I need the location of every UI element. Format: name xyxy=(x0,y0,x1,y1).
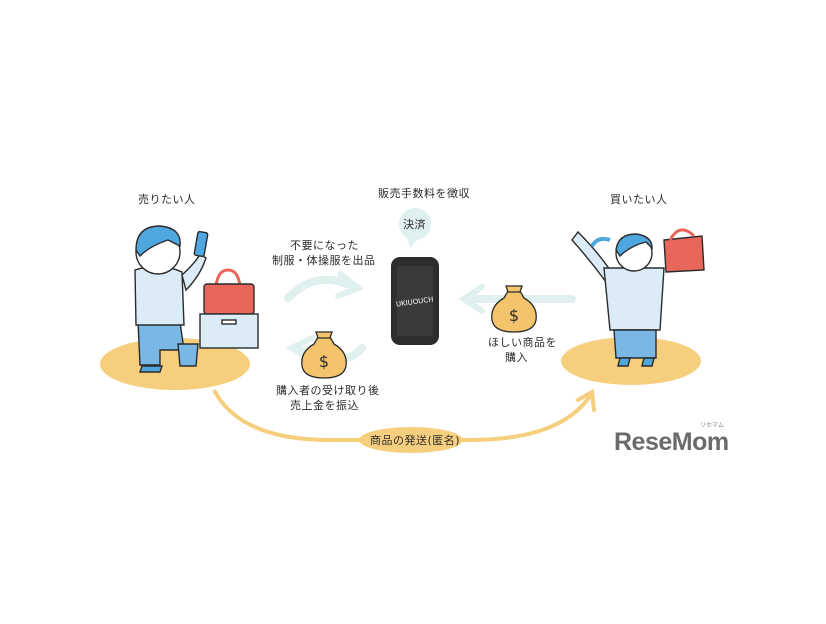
shipping-label: 商品の発送(匿名) xyxy=(370,434,461,447)
platform-title: 販売手数料を徴収 xyxy=(378,187,470,200)
money-symbol-payout: $ xyxy=(319,352,329,371)
seller-items xyxy=(199,268,259,349)
purchase-line-1: ほしい商品を xyxy=(488,336,557,349)
payout-line-1: 購入者の受け取り後 xyxy=(276,384,380,397)
seller-title: 売りたい人 xyxy=(138,193,196,206)
seller-figure xyxy=(134,225,209,373)
money-symbol-purchase: $ xyxy=(509,306,519,325)
listing-line-2: 制服・体操服を出品 xyxy=(272,254,376,267)
buyer-title: 買いたい人 xyxy=(610,193,668,206)
payment-bubble xyxy=(399,208,431,240)
payout-line-2: 売上金を振込 xyxy=(290,399,359,412)
listing-arrow xyxy=(284,275,354,302)
money-bag-icon-purchase xyxy=(491,285,537,333)
resemom-logo: ReseMom xyxy=(614,428,729,456)
resemom-ruby: リセマム xyxy=(700,422,725,429)
shipping-pill xyxy=(359,427,463,453)
purchase-line-2: 購入 xyxy=(505,351,528,364)
payment-bubble-label: 決済 xyxy=(403,218,426,231)
buyer-figure xyxy=(571,228,705,367)
buyer-ground xyxy=(561,337,701,385)
purchase-arrow-head xyxy=(458,284,485,314)
seller-ground xyxy=(100,338,250,390)
shipping-arrow-head xyxy=(576,388,596,412)
listing-line-1: 不要になった xyxy=(290,239,359,252)
listing-arrow-head xyxy=(335,271,364,299)
money-bag-icon-payout xyxy=(301,331,347,379)
